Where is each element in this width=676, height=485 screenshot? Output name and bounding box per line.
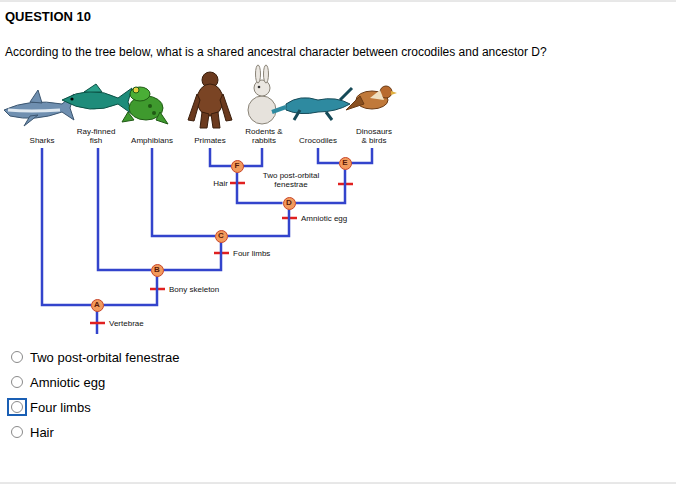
- answer-option: Amniotic egg: [30, 375, 105, 390]
- ancestor-node: B: [151, 264, 164, 277]
- ancestor-node: D: [283, 197, 296, 210]
- rabbit-figure: [248, 65, 276, 124]
- character-label: Amniotic egg: [301, 214, 347, 223]
- radio-button: [12, 352, 23, 438]
- character-label: Bony skeleton: [169, 285, 219, 294]
- tree-branch: [104, 277, 158, 306]
- ancestor-node: E: [339, 157, 352, 170]
- focus-box: [8, 399, 26, 415]
- tree-branch: [228, 210, 290, 237]
- primate-figure: [188, 72, 232, 128]
- bird-figure: [346, 86, 397, 110]
- node-letter: C: [218, 232, 224, 240]
- shark-figure: [4, 90, 74, 126]
- rule: [0, 1, 676, 2]
- taxon-label: Rodents & rabbits: [245, 127, 283, 145]
- answer-option: Hair: [30, 425, 54, 440]
- character-label: Two post-orbital fenestrae: [257, 171, 325, 189]
- ancestor-node: F: [231, 160, 244, 173]
- ancestor-node: A: [91, 299, 104, 312]
- character-label: Vertebrae: [109, 319, 144, 328]
- node-letter: B: [154, 266, 160, 274]
- node-letter: A: [94, 301, 100, 309]
- fish-figure: [62, 84, 132, 114]
- question-title: QUESTION 10: [5, 9, 91, 24]
- node-letter: D: [286, 199, 292, 207]
- taxon-label: Crocodiles: [299, 136, 337, 145]
- taxon-label: Amphibians: [131, 136, 173, 145]
- tree-branch: [42, 148, 372, 334]
- crocodile-figure: [272, 88, 352, 120]
- ancestor-node: C: [215, 230, 228, 243]
- frog-figure: [122, 87, 168, 124]
- question-text: According to the tree below, what is a s…: [5, 45, 547, 59]
- tree-branch: [164, 243, 222, 271]
- character-label: Hair: [213, 179, 228, 188]
- node-letter: E: [342, 159, 347, 167]
- node-letter: F: [235, 162, 240, 170]
- character-label: Four limbs: [233, 249, 270, 258]
- taxon-label: Ray-finned fish: [75, 127, 117, 145]
- taxon-label: Dinosaurs & birds: [353, 127, 395, 145]
- rule: [0, 483, 676, 484]
- taxon-label: Sharks: [30, 136, 55, 145]
- taxon-label: Primates: [194, 136, 226, 145]
- answer-option: Two post-orbital fenestrae: [30, 350, 180, 365]
- answer-option: Four limbs: [30, 400, 91, 415]
